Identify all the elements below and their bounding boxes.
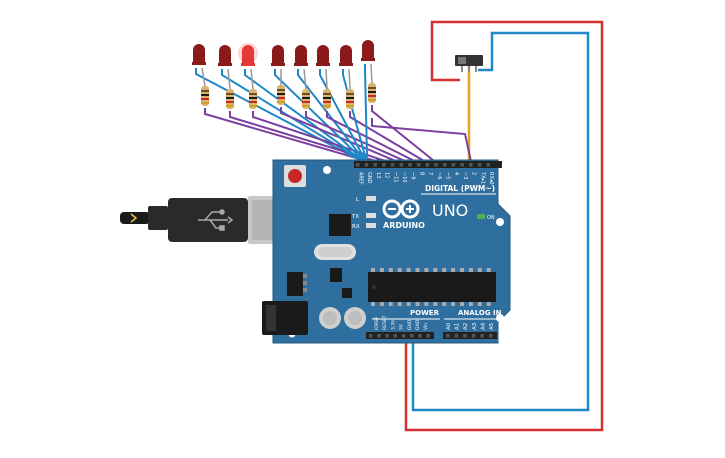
led[interactable] <box>361 40 375 61</box>
resistor-group <box>201 83 376 109</box>
power-on-led <box>477 214 485 219</box>
l-led-label: L <box>356 197 360 203</box>
led[interactable] <box>192 44 206 65</box>
analog-in-label: ANALOG IN <box>458 309 502 317</box>
resistor[interactable] <box>368 83 376 103</box>
digital-pin-label: 12 <box>384 172 390 178</box>
reset-button[interactable] <box>284 165 306 187</box>
led[interactable] <box>294 45 308 66</box>
usb-cable[interactable] <box>120 196 298 244</box>
analog-pin-label: A3 <box>472 322 478 330</box>
power-pin-label: 5V <box>399 323 405 330</box>
power-label: POWER <box>410 309 440 317</box>
analog-pin-label: A5 <box>489 322 495 330</box>
arduino-brand-text: ARDUINO <box>383 221 425 230</box>
digital-pin-label: 13 <box>375 172 381 178</box>
ground-wire[interactable] <box>364 64 369 165</box>
resistor[interactable] <box>201 86 209 106</box>
blue-wire[interactable] <box>411 31 590 412</box>
ground-wire[interactable] <box>319 69 369 165</box>
uno-model-text: UNO <box>432 201 468 220</box>
power-pin-label: GND <box>415 319 421 330</box>
signal-wire[interactable] <box>371 105 439 165</box>
led[interactable] <box>339 45 353 66</box>
tx-led-label: TX <box>351 214 359 220</box>
ground-wire[interactable] <box>221 69 368 165</box>
digital-pin-label: TX▸1 <box>479 171 485 184</box>
led[interactable] <box>218 45 232 66</box>
led-group <box>192 40 375 66</box>
switch-signal-wire[interactable] <box>371 118 473 165</box>
digital-pin-label: 4 <box>453 172 459 175</box>
status-leds: L TX RX <box>351 196 376 230</box>
power-pin-label: Vin <box>423 323 429 330</box>
usb-chip <box>329 214 351 236</box>
led-wires <box>195 63 473 165</box>
usb-icon <box>198 209 234 231</box>
power-pin-label: IOREF <box>374 316 380 330</box>
atmega-chip <box>368 268 496 306</box>
resistor[interactable] <box>249 89 257 109</box>
signal-wire[interactable] <box>305 111 413 165</box>
signal-wire[interactable] <box>204 108 378 165</box>
slide-switch[interactable] <box>455 55 483 72</box>
digital-pin-label: ~5 <box>445 172 451 179</box>
ground-wire[interactable] <box>274 69 368 165</box>
digital-pin-label: GND <box>366 172 372 184</box>
red-wire[interactable] <box>404 20 604 432</box>
capacitor-2 <box>344 307 366 329</box>
power-pin-label: 3.3V <box>390 319 396 330</box>
signal-wire[interactable] <box>326 111 421 165</box>
digital-pin-label: 8 <box>418 172 424 175</box>
analog-pin-label: A2 <box>463 323 469 330</box>
digital-pin-label: 2 <box>471 172 477 175</box>
resistor[interactable] <box>226 89 234 109</box>
power-pin-label: GND <box>407 319 413 330</box>
analog-pin-label: A4 <box>480 322 486 330</box>
resistor[interactable] <box>323 89 331 109</box>
signal-wire[interactable] <box>349 111 430 165</box>
digital-pin-label: RX◂0 <box>488 172 494 185</box>
ground-wire[interactable] <box>342 69 369 165</box>
capacitor-1 <box>319 307 341 329</box>
digital-pwm-label: DIGITAL (PWM~) <box>425 184 495 193</box>
power-pin-label: RESET <box>382 315 388 330</box>
digital-pin-label: ~6 <box>436 172 442 179</box>
ground-wire[interactable] <box>244 69 368 165</box>
dc-power-jack[interactable] <box>262 301 308 335</box>
analog-pin-label: A1 <box>455 323 461 330</box>
resistor[interactable] <box>277 85 285 105</box>
led[interactable] <box>316 45 330 66</box>
digital-pin-label: ~10 <box>401 172 407 183</box>
digital-pin-label: ~9 <box>410 172 416 179</box>
digital-pin-label: ~11 <box>392 172 398 183</box>
on-label: ON <box>487 215 495 221</box>
arduino-logo: ARDUINO <box>382 199 425 230</box>
digital-pin-label: AREF <box>358 172 364 185</box>
led[interactable] <box>238 43 258 66</box>
resistor[interactable] <box>302 89 310 109</box>
resistor[interactable] <box>346 89 354 109</box>
digital-pin-label: ~3 <box>462 172 468 179</box>
analog-pin-label: A0 <box>446 322 452 330</box>
ground-wire[interactable] <box>195 68 368 165</box>
ground-wire[interactable] <box>297 69 368 165</box>
led[interactable] <box>271 45 285 66</box>
digital-pin-label: 7 <box>427 172 433 175</box>
voltage-regulator <box>287 272 307 296</box>
signal-wire[interactable] <box>229 111 386 165</box>
rx-led-label: RX <box>352 224 360 230</box>
